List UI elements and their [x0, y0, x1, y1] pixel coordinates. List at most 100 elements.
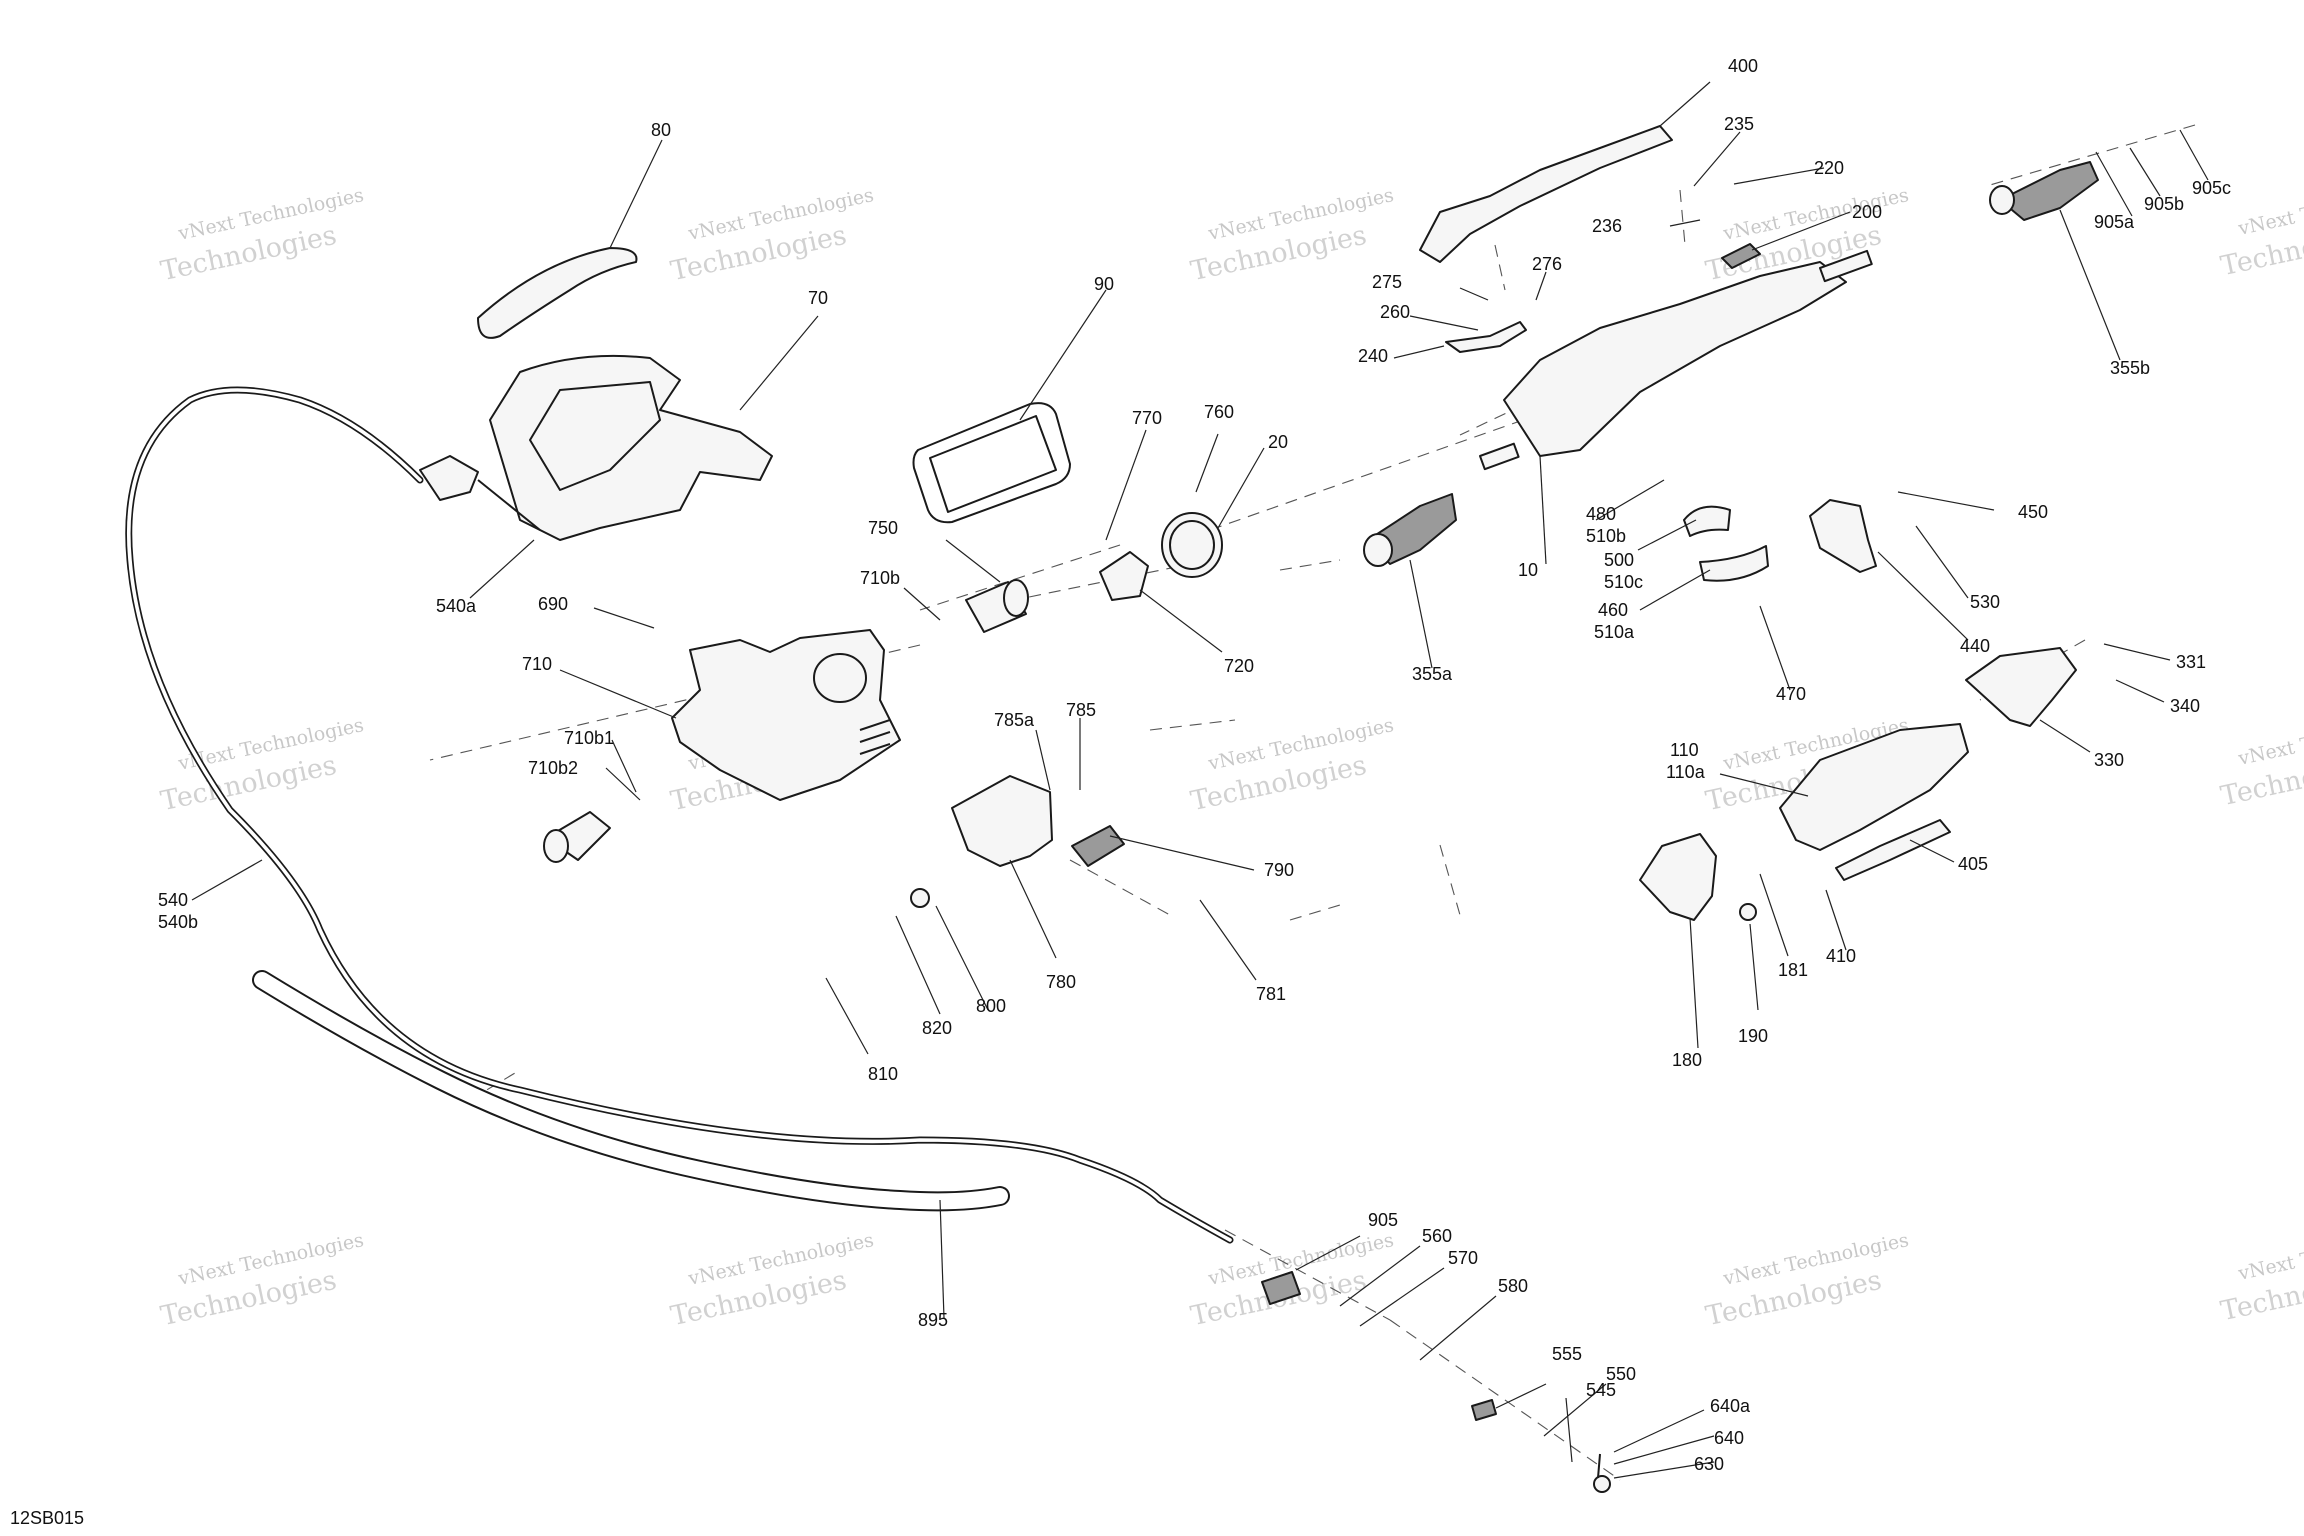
callout-545: 545	[1586, 1380, 1616, 1400]
callout-110a: 110a	[1666, 762, 1706, 782]
callout-760: 760	[1204, 402, 1234, 422]
callout-331: 331	[2176, 652, 2206, 672]
part-80-cover	[477, 247, 638, 339]
part-355b-grip	[1999, 161, 2099, 221]
part-200-clip	[1721, 243, 1761, 269]
parts	[477, 125, 2099, 1493]
callout-labels: 80 70 90 770 760 20 750 710b 720 690 710…	[158, 56, 2231, 1474]
part-905-sleeve	[1261, 1271, 1301, 1305]
callout-580: 580	[1498, 1276, 1528, 1296]
svg-text:vNext Technologies: vNext Technologies	[2235, 179, 2304, 240]
watermark-3: vNext Technologies Technologies	[1188, 184, 1396, 287]
callout-275: 275	[1372, 272, 1402, 292]
callout-905c: 905c	[2192, 178, 2231, 198]
callout-330: 330	[2094, 750, 2124, 770]
callout-780: 780	[1046, 972, 1076, 992]
callout-450: 450	[2018, 502, 2048, 522]
part-10-handlebar-body	[1503, 261, 1847, 457]
part-240-lever	[1445, 321, 1527, 353]
callout-540a: 540a	[436, 596, 477, 616]
callout-555: 555	[1552, 1344, 1582, 1364]
part-20-ring	[1161, 512, 1223, 578]
watermark-11: vNext Technologies Technologies	[158, 1229, 366, 1332]
callout-410: 410	[1826, 946, 1856, 966]
callout-405: 405	[1958, 854, 1988, 874]
callout-236: 236	[1592, 216, 1622, 236]
callout-510a: 510a	[1594, 622, 1635, 642]
callout-785: 785	[1066, 700, 1096, 720]
callout-440: 440	[1960, 636, 1990, 656]
callout-200: 200	[1852, 202, 1882, 222]
part-90-gasket	[912, 402, 1071, 524]
watermarks: vNext Technologies Technologies vNext Te…	[158, 179, 2304, 1332]
callout-770: 770	[1132, 408, 1162, 428]
watermark-12: vNext Technologies Technologies	[668, 1229, 876, 1332]
leader-lines	[191, 81, 2209, 1479]
part-720-bracket	[1099, 551, 1149, 601]
callout-90: 90	[1094, 274, 1114, 294]
callout-510b: 510b	[1586, 526, 1626, 546]
part-780-switch-housing	[951, 775, 1053, 867]
callout-510c: 510c	[1604, 572, 1643, 592]
callout-400: 400	[1728, 56, 1758, 76]
callout-110: 110	[1670, 740, 1699, 760]
callout-690: 690	[538, 594, 568, 614]
callout-550: 550	[1606, 1364, 1636, 1384]
part-790-connector	[1071, 825, 1125, 867]
callout-905a: 905a	[2094, 212, 2135, 232]
callout-276: 276	[1532, 254, 1562, 274]
callout-790: 790	[1264, 860, 1294, 880]
callout-905: 905	[1368, 1210, 1398, 1230]
callout-720: 720	[1224, 656, 1254, 676]
callout-530: 530	[1970, 592, 2000, 612]
callout-710b: 710b	[860, 568, 900, 588]
callout-235: 235	[1724, 114, 1754, 134]
callout-640a: 640a	[1710, 1396, 1751, 1416]
part-180-cover	[1639, 833, 1717, 921]
callout-260: 260	[1380, 302, 1410, 322]
watermark-15: vNext Technologies Technologies	[2218, 1224, 2304, 1327]
part-555-fitting	[1471, 1399, 1497, 1421]
part-190-nut	[1739, 903, 1757, 921]
callout-70: 70	[808, 288, 828, 308]
watermark-2: vNext Technologies Technologies	[668, 184, 876, 287]
callout-480: 480	[1586, 504, 1616, 524]
cables	[125, 386, 1234, 1244]
callout-560: 560	[1422, 1226, 1452, 1246]
callout-190: 190	[1738, 1026, 1768, 1046]
callout-340: 340	[2170, 696, 2200, 716]
callout-20: 20	[1268, 432, 1288, 452]
callout-355b: 355b	[2110, 358, 2150, 378]
part-800-nut	[910, 888, 930, 908]
callout-80: 80	[651, 120, 671, 140]
callout-220: 220	[1814, 158, 1844, 178]
callout-820: 820	[922, 1018, 952, 1038]
part-440-housing	[1809, 499, 1877, 573]
callout-355a: 355a	[1412, 664, 1453, 684]
watermark-1: vNext Technologies Technologies	[158, 184, 366, 287]
callout-540: 540	[158, 890, 188, 910]
callout-710b2: 710b2	[528, 758, 578, 778]
part-330-cover	[1965, 647, 2077, 727]
watermark-14: vNext Technologies Technologies	[1703, 1229, 1911, 1332]
svg-text:vNext Technologies: vNext Technologies	[2235, 709, 2304, 770]
svg-text:vNext Technologies: vNext Technologies	[2235, 1224, 2304, 1285]
callout-710: 710	[522, 654, 552, 674]
callout-895: 895	[918, 1310, 948, 1330]
callout-500: 500	[1604, 550, 1634, 570]
part-400-upper-cover	[1419, 125, 1673, 263]
watermark-10: vNext Technologies Technologies	[2218, 709, 2304, 812]
callout-710b1: 710b1	[564, 728, 614, 748]
diagram-code: 12SB015	[10, 1508, 85, 1528]
callout-781: 781	[1256, 984, 1286, 1004]
callout-181: 181	[1778, 960, 1808, 980]
callout-750: 750	[868, 518, 898, 538]
callout-785a: 785a	[994, 710, 1035, 730]
callout-640: 640	[1714, 1428, 1744, 1448]
callout-540b: 540b	[158, 912, 198, 932]
callout-470: 470	[1776, 684, 1806, 704]
part-460-clamp	[1699, 545, 1769, 582]
part-500-clamp	[1683, 505, 1731, 537]
callout-240: 240	[1358, 346, 1388, 366]
